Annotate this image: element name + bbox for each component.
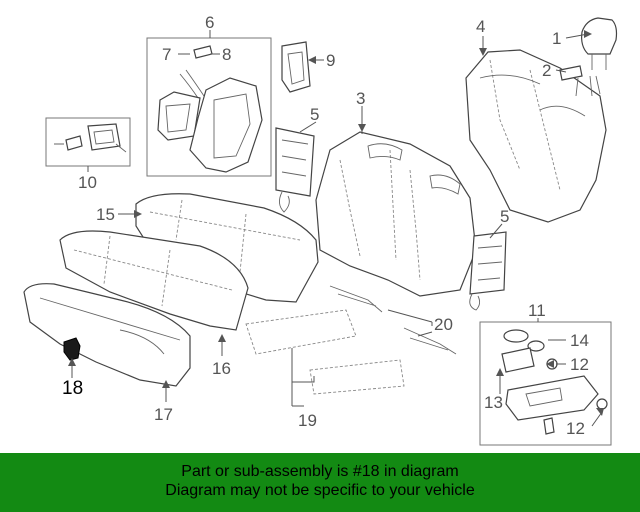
label-13: 13 bbox=[484, 393, 503, 412]
footer-line-2: Diagram may not be specific to your vehi… bbox=[165, 482, 475, 499]
part-13-cupholder bbox=[501, 347, 599, 421]
part-17-seat-frame bbox=[23, 283, 191, 387]
label-11: 11 bbox=[528, 301, 546, 320]
footer-line-1: Part or sub-assembly is #18 in diagram bbox=[181, 463, 459, 480]
label-14: 14 bbox=[570, 331, 589, 350]
label-6: 6 bbox=[205, 13, 214, 32]
label-15: 15 bbox=[96, 205, 115, 224]
leader-lines bbox=[71, 30, 603, 427]
label-16: 16 bbox=[212, 359, 231, 378]
group-box-6 bbox=[146, 37, 272, 177]
label-2: 2 bbox=[542, 61, 551, 80]
label-7: 7 bbox=[162, 45, 171, 64]
label-10: 10 bbox=[78, 173, 97, 192]
label-18: 18 bbox=[62, 378, 83, 399]
label-4: 4 bbox=[476, 17, 485, 36]
part-20-brackets bbox=[329, 285, 457, 355]
label-9: 9 bbox=[326, 51, 335, 70]
part-16-seat-cushion-pad bbox=[59, 230, 249, 331]
label-17: 17 bbox=[154, 405, 173, 424]
part-10-clip bbox=[54, 123, 127, 153]
part-5-pad-right bbox=[469, 231, 507, 311]
label-20: 20 bbox=[434, 315, 453, 334]
part-1-headrest bbox=[581, 17, 618, 70]
label-8: 8 bbox=[222, 45, 231, 64]
part-15-seat-cushion bbox=[135, 193, 319, 303]
label-12-top: 12 bbox=[570, 355, 589, 374]
label-5-left: 5 bbox=[310, 105, 319, 124]
part-3-seatback-middle bbox=[315, 131, 477, 297]
part-5-pad-left bbox=[275, 127, 315, 213]
label-19: 19 bbox=[298, 411, 317, 430]
part-9-bezel bbox=[281, 41, 311, 93]
leader-arrows bbox=[68, 30, 604, 416]
footer-banner: Part or sub-assembly is #18 in diagram D… bbox=[0, 453, 640, 512]
label-12-bottom: 12 bbox=[566, 419, 585, 438]
label-5-right: 5 bbox=[500, 207, 509, 226]
parts-diagram: 1 2 3 4 5 5 6 7 8 9 10 11 12 12 13 14 15… bbox=[23, 13, 618, 446]
part-19-mats bbox=[245, 309, 405, 395]
label-1: 1 bbox=[552, 29, 561, 48]
part-6-armrest-housing bbox=[157, 77, 263, 173]
group-box-11 bbox=[479, 321, 612, 446]
part-18-seat-hook bbox=[63, 337, 81, 361]
part-2-headrest-guide bbox=[559, 65, 601, 97]
label-3: 3 bbox=[356, 89, 365, 108]
part-14-ring bbox=[503, 329, 545, 352]
part-4-seatback-right bbox=[465, 49, 607, 223]
part-7-8-cable bbox=[179, 45, 213, 99]
